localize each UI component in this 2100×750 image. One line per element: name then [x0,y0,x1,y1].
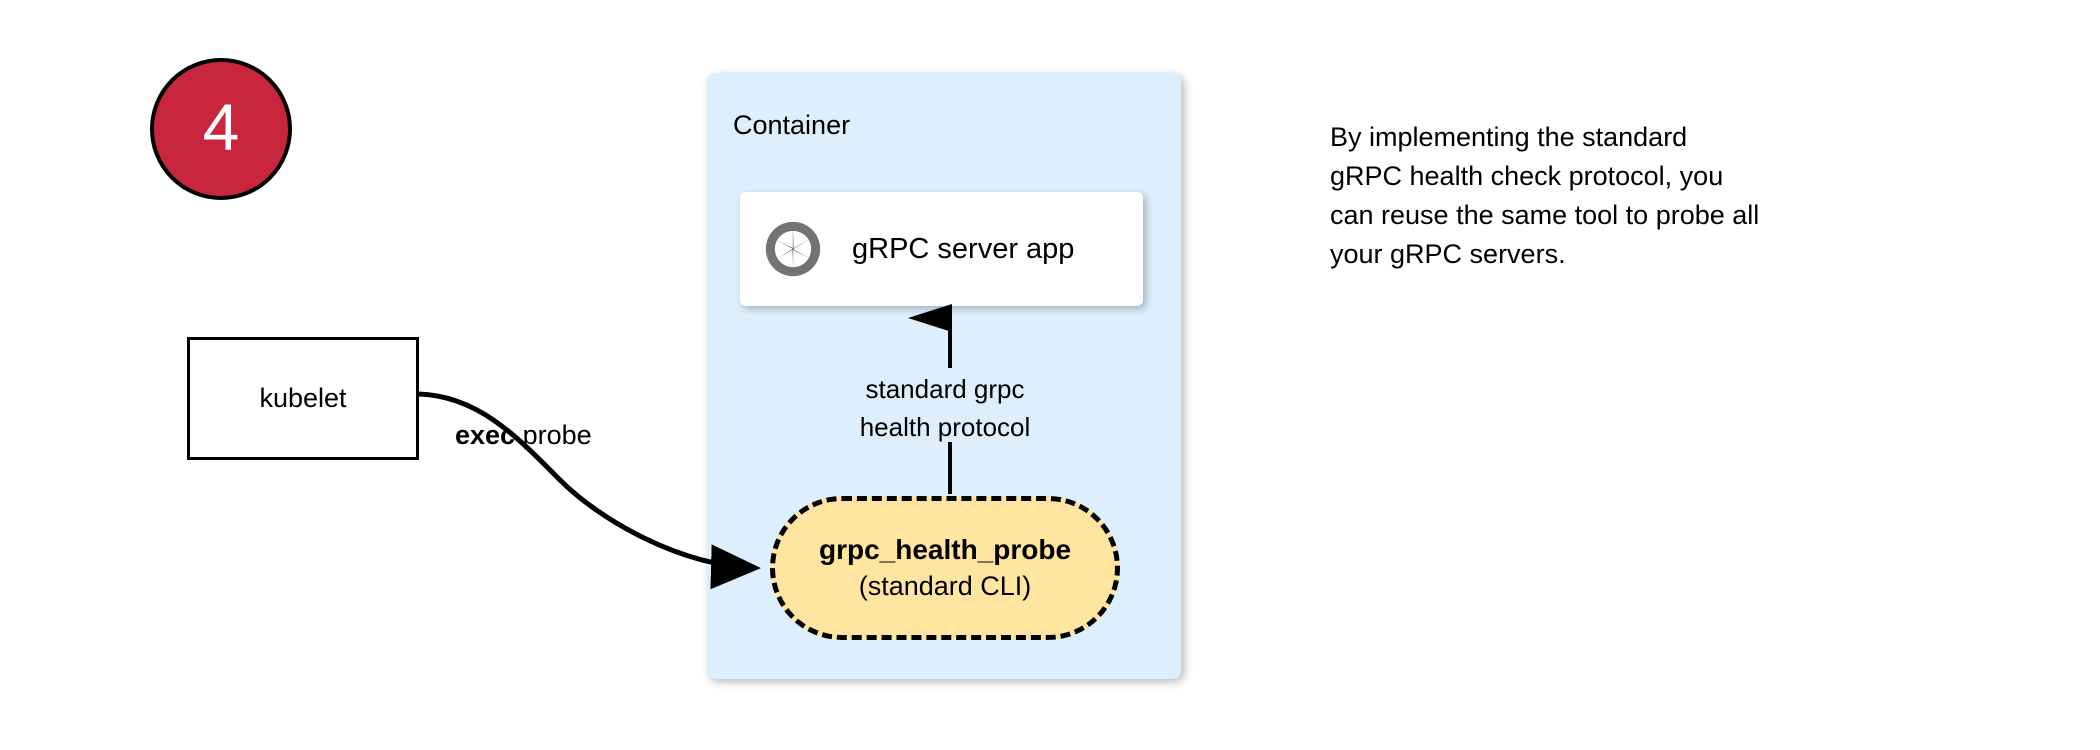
protocol-edge-label-line1: standard grpc [862,374,1028,404]
protocol-edge-label-line2: health protocol [856,412,1034,442]
grpc-health-probe-subtitle: (standard CLI) [858,571,1032,601]
grpc-aperture-icon [765,221,821,277]
explanatory-note-line4: your gRPC servers. [1330,239,1566,269]
exec-probe-label: exec probe [455,420,592,451]
protocol-edge-label: standard grpc health protocol [770,370,1120,446]
kubelet-node-label: kubelet [259,383,347,413]
step-number-badge: 4 [150,58,292,200]
exec-probe-keyword: exec [455,420,516,450]
grpc-server-app-label: gRPC server app [852,232,1075,265]
grpc-health-probe-title: grpc_health_probe [818,534,1072,565]
exec-probe-suffix: probe [515,420,592,450]
explanatory-note-line2: gRPC health check protocol, you [1330,161,1724,191]
kubelet-node: kubelet [187,337,419,460]
explanatory-note: By implementing the standard gRPC health… [1330,118,1910,274]
grpc-server-app-card: gRPC server app [740,192,1143,306]
explanatory-note-line3: can reuse the same tool to probe all [1330,200,1760,230]
container-panel-title: Container [733,110,851,140]
explanatory-note-line1: By implementing the standard [1330,122,1688,152]
step-number-label: 4 [202,90,240,164]
grpc-health-probe-node: grpc_health_probe (standard CLI) [770,496,1120,640]
